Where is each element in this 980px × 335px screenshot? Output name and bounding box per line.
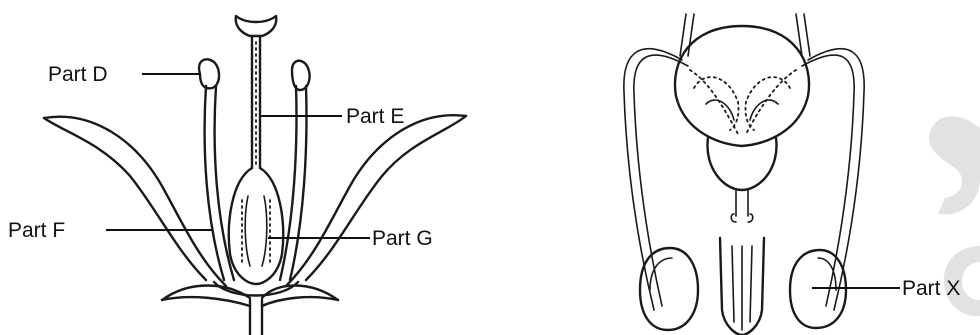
label-part-g: Part G: [372, 227, 433, 250]
flower-diagram: Part D Part E Part F Part G: [8, 16, 466, 335]
label-part-x: Part X: [902, 277, 960, 300]
male-system-diagram: Part X: [624, 14, 961, 335]
pistil: [229, 16, 283, 284]
label-part-d: Part D: [48, 63, 108, 86]
flower-stalk: [250, 300, 262, 335]
label-part-f: Part F: [8, 219, 65, 242]
urethra: [720, 190, 764, 335]
flower-petals: [44, 115, 466, 286]
ureters: [680, 14, 810, 56]
ovules: [242, 196, 270, 266]
label-part-e: Part E: [346, 105, 404, 128]
seminal-vesicles: [694, 77, 790, 130]
stamen-right: [280, 61, 310, 280]
